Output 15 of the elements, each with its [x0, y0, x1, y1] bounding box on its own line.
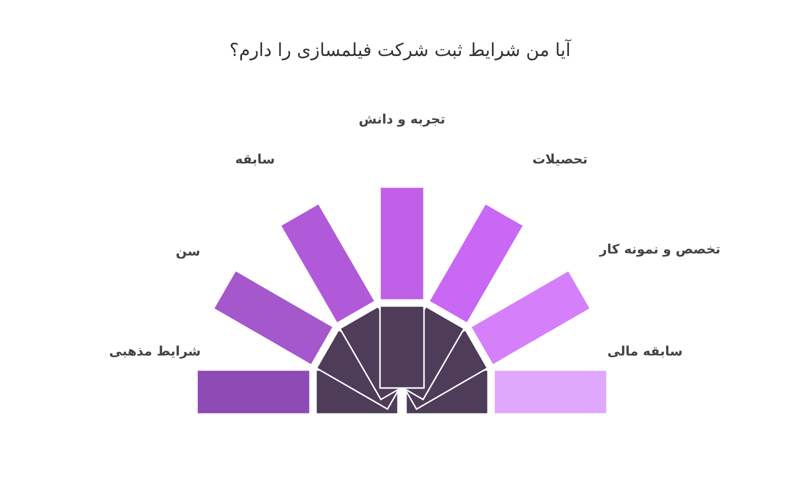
segment-label: شرایط مذهبی: [109, 344, 201, 360]
segment-label: سابقه: [235, 152, 275, 168]
segment-label: سابقه مالی: [607, 344, 683, 360]
fan-segment: [212, 269, 334, 366]
segment-label: تحصیلات: [532, 152, 588, 168]
fan-segment: [493, 369, 608, 415]
fan-segment: [279, 202, 376, 324]
segment-label: تخصص و نمونه کار: [600, 242, 720, 258]
segment-label: تجربه و دانش: [358, 112, 446, 128]
fan-segment: [428, 202, 525, 324]
diagram-title: آیا من شرایط ثبت شرکت فیلمسازی را دارم؟: [228, 40, 572, 61]
fan-segment: [196, 369, 311, 415]
fan-segment: [379, 186, 425, 301]
segment-label: سن: [176, 244, 200, 260]
fan-segment: [470, 269, 592, 366]
